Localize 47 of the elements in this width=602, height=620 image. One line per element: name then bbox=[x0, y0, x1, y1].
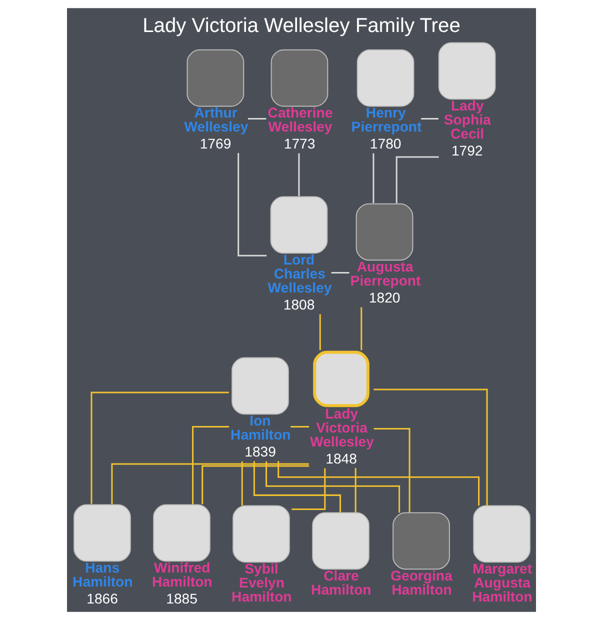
node-label: 1780 bbox=[369, 136, 401, 152]
node-label: 1848 bbox=[325, 450, 356, 467]
connector bbox=[240, 461, 242, 506]
node-label: 1792 bbox=[450, 142, 482, 159]
node-label: Ion Hamilton bbox=[230, 412, 290, 443]
node-label: Georgina Hamilton bbox=[390, 567, 452, 598]
connector bbox=[252, 461, 340, 513]
connector bbox=[318, 314, 320, 350]
connector bbox=[265, 461, 400, 513]
node-label: Hans Hamilton bbox=[72, 559, 132, 590]
node-label: Winifred Hamilton bbox=[152, 559, 212, 590]
node-label: Lady Sophia Cecil bbox=[443, 97, 490, 142]
connector bbox=[298, 153, 300, 196]
connector bbox=[354, 468, 356, 513]
node-label: Henry Pierrepont bbox=[350, 104, 422, 135]
node-label: 1808 bbox=[282, 296, 314, 313]
connector bbox=[360, 307, 362, 350]
node-label: 1885 bbox=[166, 590, 197, 607]
connector bbox=[237, 153, 266, 256]
connector bbox=[420, 118, 438, 120]
connector bbox=[248, 118, 266, 120]
connector bbox=[192, 426, 228, 504]
node-label: Lady Victoria Wellesley bbox=[310, 405, 374, 450]
node-label: 1839 bbox=[244, 444, 276, 460]
node-label: Clare Hamilton bbox=[310, 567, 371, 598]
connector bbox=[395, 156, 438, 204]
connector bbox=[110, 463, 308, 504]
connector bbox=[291, 468, 326, 510]
node-label: Catherine Wellesley bbox=[267, 104, 332, 135]
connector bbox=[201, 465, 309, 504]
connector bbox=[373, 388, 488, 506]
node-label: Lord Charles Wellesley bbox=[267, 251, 332, 296]
node-label: Sybil Evelyn Hamilton bbox=[231, 560, 292, 605]
node-label: 1820 bbox=[368, 290, 400, 306]
node-label: 1866 bbox=[86, 590, 118, 607]
connector bbox=[277, 460, 480, 506]
node-label: Margaret Augusta Hamilton bbox=[472, 560, 532, 605]
diagram-title: Lady Victoria Wellesley Family Tree bbox=[142, 15, 460, 38]
node-label: 1773 bbox=[283, 136, 315, 152]
connector bbox=[373, 428, 410, 513]
node-label: Arthur Wellesley bbox=[184, 104, 248, 135]
connector bbox=[90, 392, 228, 504]
node-label: Augusta Pierrepont bbox=[350, 258, 420, 289]
connector bbox=[330, 272, 349, 274]
connector bbox=[290, 426, 309, 428]
connector bbox=[372, 153, 374, 204]
node-label: 1769 bbox=[199, 136, 231, 152]
